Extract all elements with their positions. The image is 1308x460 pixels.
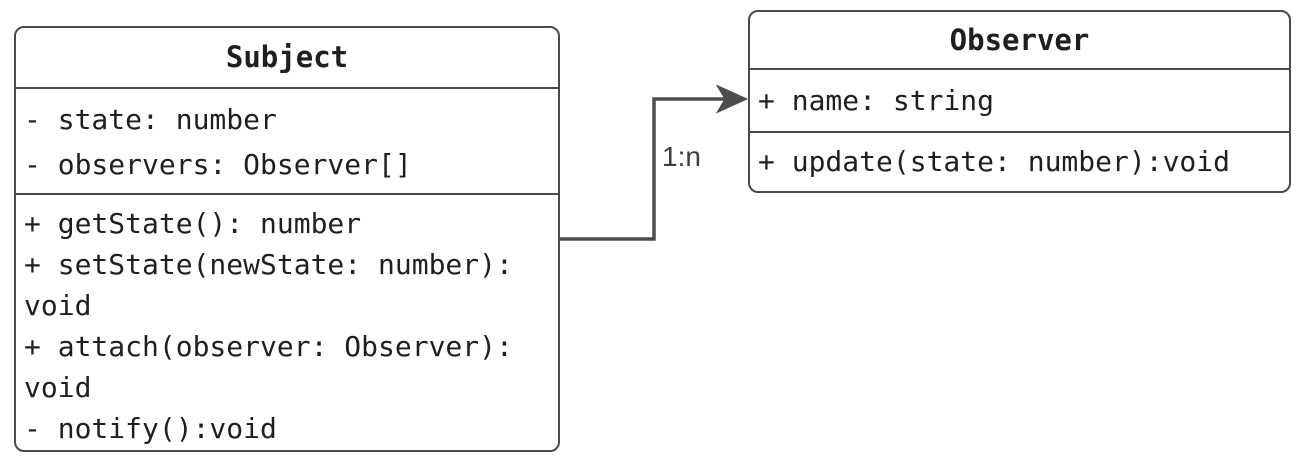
arrowhead-icon xyxy=(715,84,749,114)
subject-methods-compartment: + getState(): number + setState(newState… xyxy=(16,195,558,449)
attribute-line: + name: string xyxy=(758,83,995,117)
class-title-observer: Observer xyxy=(750,12,1289,70)
method-line: + getState(): number xyxy=(24,207,362,240)
association-line xyxy=(559,97,738,241)
class-box-observer: Observer + name: string + update(state: … xyxy=(748,10,1291,193)
method-line-wrap: void xyxy=(24,289,92,322)
observer-methods-compartment: + update(state: number):void xyxy=(750,133,1289,190)
method-line: - notify():void xyxy=(24,412,277,445)
class-title-subject: Subject xyxy=(16,28,558,89)
method-line: + setState(newState: number): xyxy=(24,248,513,281)
subject-attributes-compartment: - state: number - observers: Observer[] xyxy=(16,89,558,195)
class-box-subject: Subject - state: number - observers: Obs… xyxy=(14,26,560,452)
method-line-wrap: void xyxy=(24,371,92,404)
attribute-line: - observers: Observer[] xyxy=(24,148,412,181)
relation-multiplicity-label: 1:n xyxy=(662,141,701,172)
attribute-line: - state: number xyxy=(24,103,277,136)
observer-attributes-compartment: + name: string xyxy=(750,70,1289,133)
method-line: + attach(observer: Observer): xyxy=(24,330,513,363)
method-line: + update(state: number):void xyxy=(758,144,1231,178)
